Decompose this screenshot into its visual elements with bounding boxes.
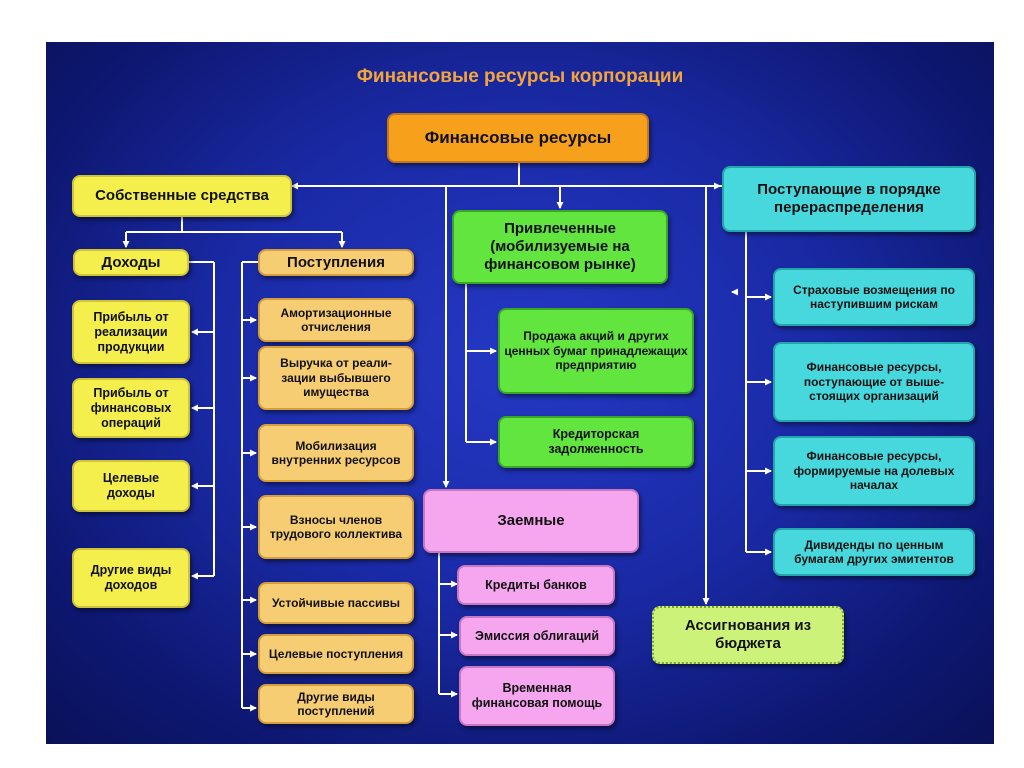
income-item-2: Прибыль от финансовых операций <box>72 378 190 438</box>
redistribution-item-3: Финансовые ресурсы, формируемые на долев… <box>773 436 975 506</box>
redistribution-item-2: Финансовые ресурсы, поступающие от выше-… <box>773 342 975 422</box>
receipts-item-3: Мобилизация внутренних ресурсов <box>258 424 414 482</box>
income-item-4: Другие виды доходов <box>72 548 190 608</box>
receipts-item-1: Амортизационные отчисления <box>258 298 414 342</box>
redistribution-item-4: Дивиденды по ценным бумагам других эмите… <box>773 528 975 576</box>
income-item-3: Целевые доходы <box>72 460 190 512</box>
borrowed-item-3: Временная финансовая помощь <box>459 666 615 726</box>
receipts-item-2: Выручка от реали-зации выбывшего имущест… <box>258 346 414 410</box>
receipts-node: Поступления <box>258 249 414 276</box>
own-funds-node: Собственные средства <box>72 175 292 217</box>
budget-node: Ассигнования из бюджета <box>652 606 844 664</box>
attracted-node: Привлеченные (мобилизуемые на финансовом… <box>452 210 668 284</box>
borrowed-node: Заемные <box>423 489 639 553</box>
receipts-item-4: Взносы членов трудового коллектива <box>258 495 414 559</box>
redistribution-item-1: Страховые возмещения по наступившим риск… <box>773 268 975 326</box>
receipts-item-6: Целевые поступления <box>258 634 414 674</box>
attracted-item-2: Кредиторская задолженность <box>498 416 694 468</box>
borrowed-item-2: Эмиссия облигаций <box>459 616 615 656</box>
root-node: Финансовые ресурсы <box>387 113 649 163</box>
redistribution-node: Поступающие в порядке перераспределения <box>722 166 976 232</box>
income-node: Доходы <box>73 249 189 276</box>
slide-canvas: Финансовые ресурсы корпорации Финансовые… <box>46 42 994 744</box>
borrowed-item-1: Кредиты банков <box>457 565 615 605</box>
income-item-1: Прибыль от реализации продукции <box>72 300 190 364</box>
attracted-item-1: Продажа акций и других ценных бумаг прин… <box>498 308 694 394</box>
page-title: Финансовые ресурсы корпорации <box>356 66 684 87</box>
connector-lines <box>122 163 772 712</box>
receipts-item-5: Устойчивые пассивы <box>258 582 414 624</box>
receipts-item-7: Другие виды поступлений <box>258 684 414 724</box>
